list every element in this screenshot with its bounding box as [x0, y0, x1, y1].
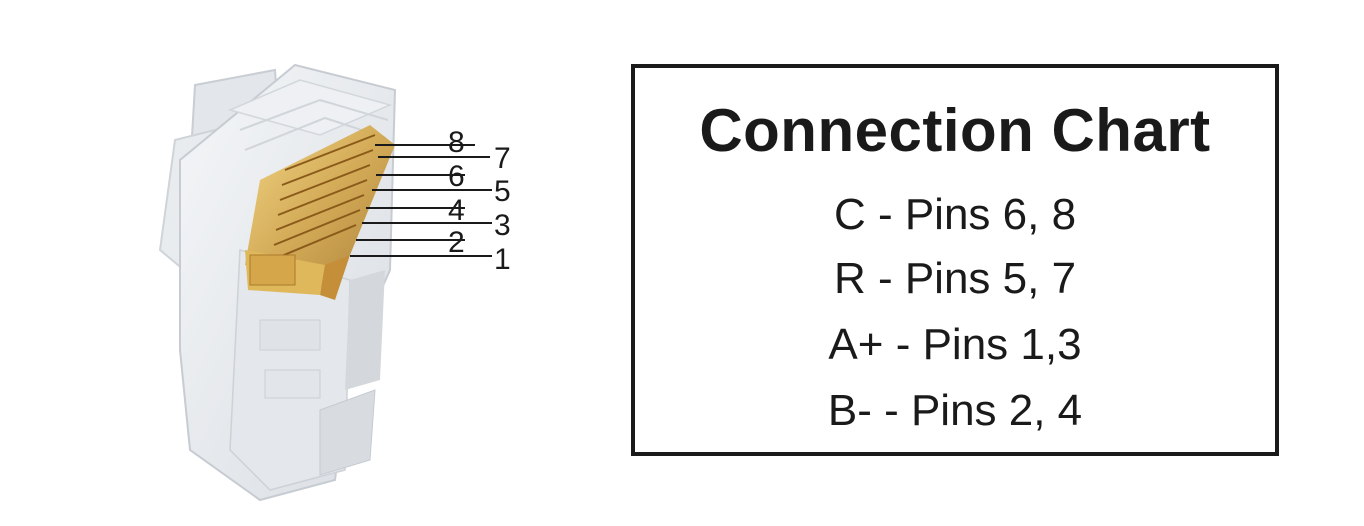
chart-row-c: C - Pins 6, 8: [833, 190, 1077, 239]
pin-label-8: 8: [448, 126, 465, 159]
chart-row-a-plus: A+ - Pins 1,3: [828, 320, 1082, 369]
pin-label-5: 5: [494, 175, 511, 208]
pin-label-6: 6: [448, 160, 465, 193]
chart-row-b-minus: B- - Pins 2, 4: [827, 386, 1083, 435]
pin-label-4: 4: [448, 194, 465, 227]
chart-row-r: R - Pins 5, 7: [833, 254, 1077, 303]
rj45-connector-illustration: 8 7 6 5 4 3 2 1: [158, 63, 511, 502]
pin-leader-lines: [350, 144, 492, 257]
chart-title: Connection Chart: [699, 97, 1211, 164]
connection-chart-box: Connection Chart C - Pins 6, 8 R - Pins …: [631, 64, 1279, 456]
pin-label-7: 7: [494, 142, 511, 175]
gold-contacts: [245, 125, 395, 300]
pin-label-1: 1: [494, 243, 511, 276]
pin-label-2: 2: [448, 226, 465, 259]
pin-label-3: 3: [494, 209, 511, 242]
